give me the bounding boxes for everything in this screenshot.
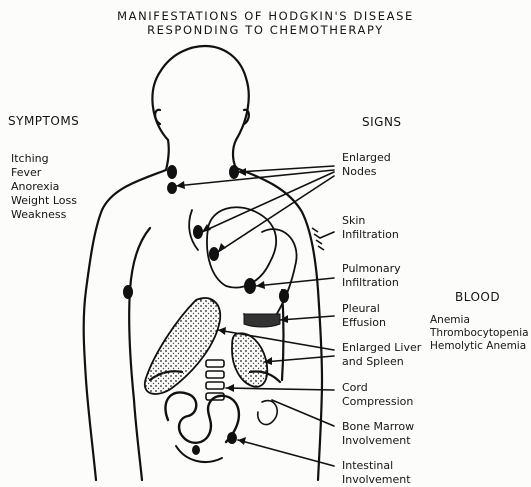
sign-line: Involvement xyxy=(342,434,414,448)
head-outline xyxy=(152,46,248,168)
node-hilar xyxy=(209,247,219,261)
sign-line: Bone Marrow xyxy=(342,420,414,434)
sign-line: Nodes xyxy=(342,165,391,179)
leader-skin xyxy=(320,232,334,238)
symptoms-heading: SYMPTOMS xyxy=(8,114,79,128)
node-axillary-right xyxy=(279,289,289,303)
sign-line: Compression xyxy=(342,395,413,409)
leader-pleural xyxy=(280,316,334,320)
sign-bone-marrow: Bone Marrow Involvement xyxy=(342,420,414,448)
lung-right xyxy=(244,229,297,323)
leader-liver-2 xyxy=(264,356,334,362)
sign-intestinal: Intestinal Involvement xyxy=(342,459,411,487)
sign-line: and Spleen xyxy=(342,355,421,369)
sign-line: Cord xyxy=(342,381,413,395)
heart xyxy=(207,207,276,287)
spleen xyxy=(232,333,267,386)
blood-list: Anemia Thrombocytopenia Hemolytic Anemia xyxy=(430,314,529,353)
sign-line: Involvement xyxy=(342,473,411,487)
blood-heading: BLOOD xyxy=(455,290,500,304)
node-pelvic xyxy=(192,445,200,455)
pleural-effusion xyxy=(244,314,280,327)
signs-heading: SIGNS xyxy=(362,115,402,129)
sign-cord-compression: Cord Compression xyxy=(342,381,413,409)
leader-pulmonary xyxy=(256,278,334,286)
sign-line: Pleural xyxy=(342,302,386,316)
node-intestinal xyxy=(227,432,237,444)
spine-vertebra xyxy=(206,371,224,378)
spine-vertebra xyxy=(206,360,224,367)
sign-enlarged-nodes: Enlarged Nodes xyxy=(342,151,391,179)
node-neck-left-lower xyxy=(167,182,177,194)
symptom-item: Weight Loss xyxy=(11,194,77,208)
node-pulmonary xyxy=(244,278,256,294)
sign-line: Infiltration xyxy=(342,228,399,242)
sign-pleural-effusion: Pleural Effusion xyxy=(342,302,386,330)
symptom-item: Fever xyxy=(11,166,77,180)
sign-line: Effusion xyxy=(342,316,386,330)
sign-skin-infiltration: Skin Infiltration xyxy=(342,214,399,242)
sign-line: Skin xyxy=(342,214,399,228)
sign-enlarged-liver-spleen: Enlarged Liver and Spleen xyxy=(342,341,421,369)
symptom-item: Anorexia xyxy=(11,180,77,194)
leader-bone-marrow xyxy=(272,400,334,426)
sign-line: Pulmonary xyxy=(342,262,401,276)
torso-left xyxy=(130,228,150,290)
arm-left-inner xyxy=(129,290,142,480)
spine-vertebra xyxy=(206,382,224,389)
node-axillary-left xyxy=(123,285,133,299)
blood-item: Thrombocytopenia xyxy=(430,327,529,340)
sign-pulmonary-infiltration: Pulmonary Infiltration xyxy=(342,262,401,290)
leader-cord xyxy=(226,388,334,390)
blood-item: Anemia xyxy=(430,314,529,327)
shoulder-left xyxy=(84,170,166,480)
symptoms-list: Itching Fever Anorexia Weight Loss Weakn… xyxy=(11,152,77,222)
sign-line: Enlarged xyxy=(342,151,391,165)
symptom-item: Weakness xyxy=(11,208,77,222)
sign-line: Enlarged Liver xyxy=(342,341,421,355)
intestine-loop-right xyxy=(258,401,277,425)
sign-line: Intestinal xyxy=(342,459,411,473)
sign-line: Infiltration xyxy=(342,276,401,290)
blood-item: Hemolytic Anemia xyxy=(430,340,529,353)
neck-left xyxy=(166,140,169,170)
node-neck-left xyxy=(167,165,177,179)
liver xyxy=(145,298,220,394)
symptom-item: Itching xyxy=(11,152,77,166)
